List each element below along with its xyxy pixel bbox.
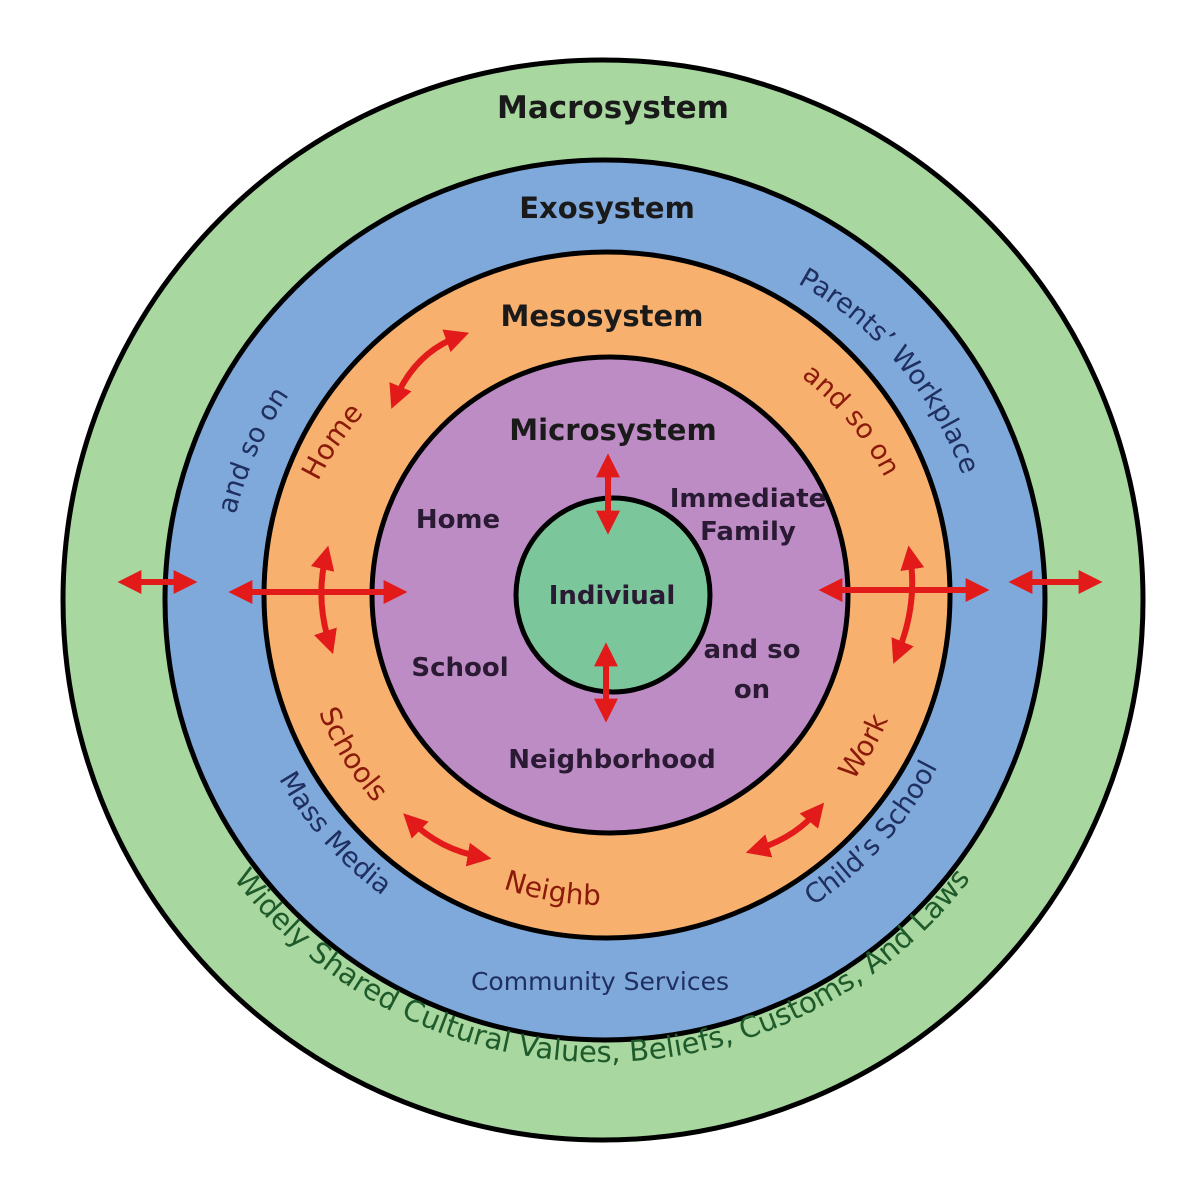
exo-community-services-label: Community Services bbox=[471, 967, 729, 996]
arrow-left-vertical bbox=[310, 545, 337, 655]
micro-on-label: on bbox=[734, 675, 770, 705]
macrosystem-title: Macrosystem bbox=[497, 90, 729, 126]
mesosystem-title: Mesosystem bbox=[501, 299, 704, 333]
arrow-meso-home-top bbox=[389, 329, 470, 409]
micro-and-so-label: and so bbox=[703, 635, 800, 665]
individual-label: Indiviual bbox=[549, 581, 676, 611]
arrow-meso-work-bottom bbox=[745, 802, 825, 858]
micro-neighborhood-label: Neighborhood bbox=[508, 745, 716, 775]
microsystem-title: Microsystem bbox=[509, 413, 716, 447]
micro-immediate-label: Immediate bbox=[670, 484, 827, 514]
micro-family-label: Family bbox=[700, 517, 796, 547]
interaction-arrows bbox=[117, 329, 1103, 867]
arrow-meso-schools-bottom bbox=[403, 813, 492, 867]
arrow-right-vertical bbox=[891, 545, 925, 664]
micro-home-label: Home bbox=[416, 505, 500, 535]
micro-school-label: School bbox=[411, 653, 508, 683]
exosystem-title: Exosystem bbox=[519, 191, 695, 225]
